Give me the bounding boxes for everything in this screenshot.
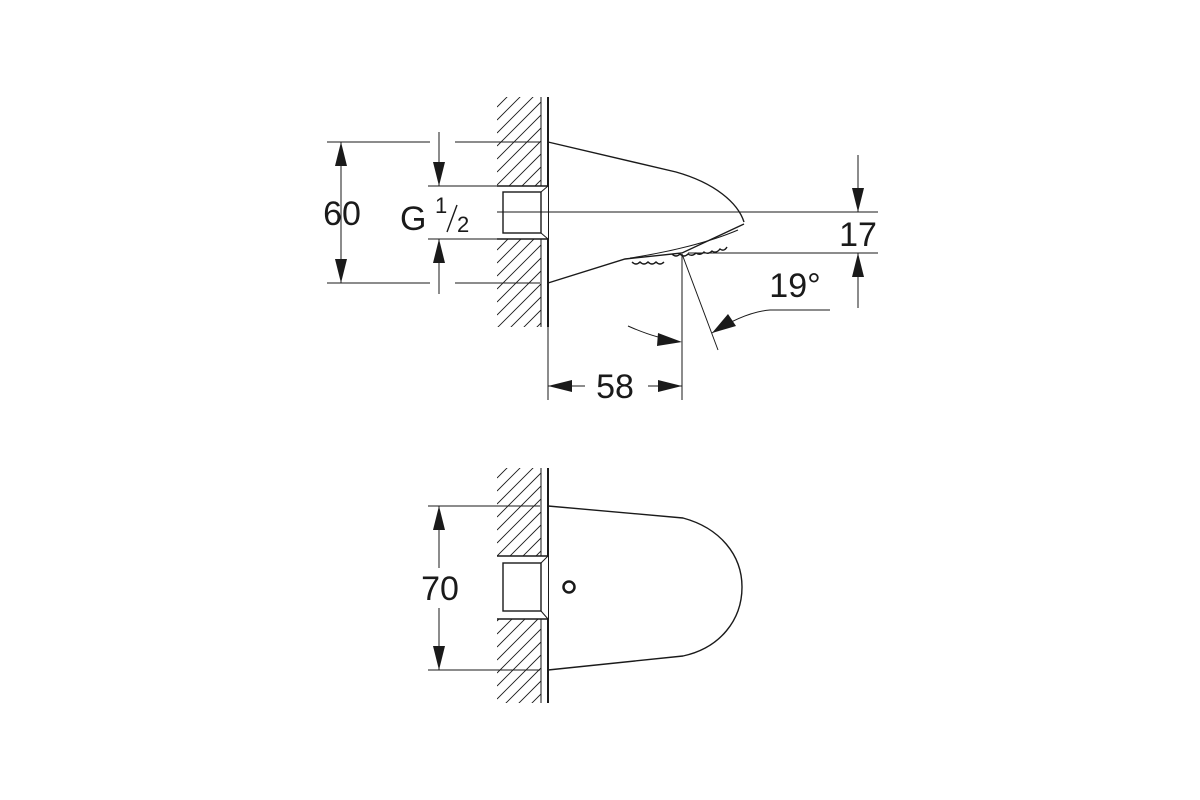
thread-denominator-label: 2 [457, 212, 469, 237]
hatch-line [497, 362, 541, 406]
hatch-line [497, 97, 534, 134]
hatch-line [497, 283, 541, 327]
hatch-line [497, 97, 508, 108]
hatch-line [497, 746, 541, 790]
hatch-line [497, 468, 534, 505]
hatch-line [497, 114, 541, 160]
hatch-line [497, 375, 541, 419]
dimension-60: 60 [323, 141, 540, 284]
hatch-line [497, 101, 541, 147]
dimension-thread: G 1 2 [400, 132, 497, 294]
hatch-line [497, 37, 541, 81]
hatch-line [531, 693, 541, 703]
hatch-line [518, 680, 541, 703]
hatch-line [497, 472, 541, 518]
hatch-line [536, 322, 541, 327]
spout-body-front [547, 505, 743, 671]
dimension-17: 17 [688, 155, 878, 308]
thread-prefix-label: G [400, 200, 426, 238]
spout-body-side [547, 141, 745, 284]
spray-angle-label: 19° [769, 267, 820, 305]
hatch-line [497, 720, 541, 764]
hatch-line [497, 421, 541, 465]
hatch-line [497, 511, 541, 557]
hatch-line [497, 127, 541, 173]
pipe-fitting-front [497, 555, 549, 620]
projection-label: 58 [596, 368, 634, 406]
dimension-58: 58 [547, 254, 683, 406]
hatch-line [497, 485, 541, 531]
hatch-line [497, 270, 541, 316]
hatch-line [497, 707, 541, 751]
hatch-line [510, 296, 541, 327]
hatch-line [497, 140, 541, 186]
dimension-angle: 19° [627, 253, 830, 351]
hatch-line [497, 97, 521, 121]
hatch-line [497, 468, 521, 492]
hatch-line [497, 349, 541, 393]
height-side-label: 60 [323, 195, 361, 233]
side-view: 60 G 1 2 17 [323, 37, 878, 419]
thread-numerator-label: 1 [435, 193, 447, 218]
dimension-70: 70 [410, 505, 540, 671]
hatch-line [497, 336, 541, 380]
hatch-line [497, 641, 541, 687]
hatch-line [497, 468, 508, 479]
nozzle-offset-label: 17 [839, 216, 877, 254]
hatch-line [523, 309, 541, 327]
hatch-line [497, 50, 541, 94]
hatch-line [497, 615, 541, 661]
hatch-line [497, 733, 541, 777]
hatch-line [497, 408, 541, 452]
hatch-line [497, 654, 541, 700]
hatch-line [497, 257, 541, 303]
set-screw-hole [562, 580, 576, 594]
hatch-line [497, 244, 541, 290]
height-front-label: 70 [421, 570, 459, 608]
front-view: 70 [410, 408, 743, 800]
hatch-line [497, 759, 541, 800]
hatch-line [505, 667, 541, 703]
hatch-line [497, 628, 541, 674]
